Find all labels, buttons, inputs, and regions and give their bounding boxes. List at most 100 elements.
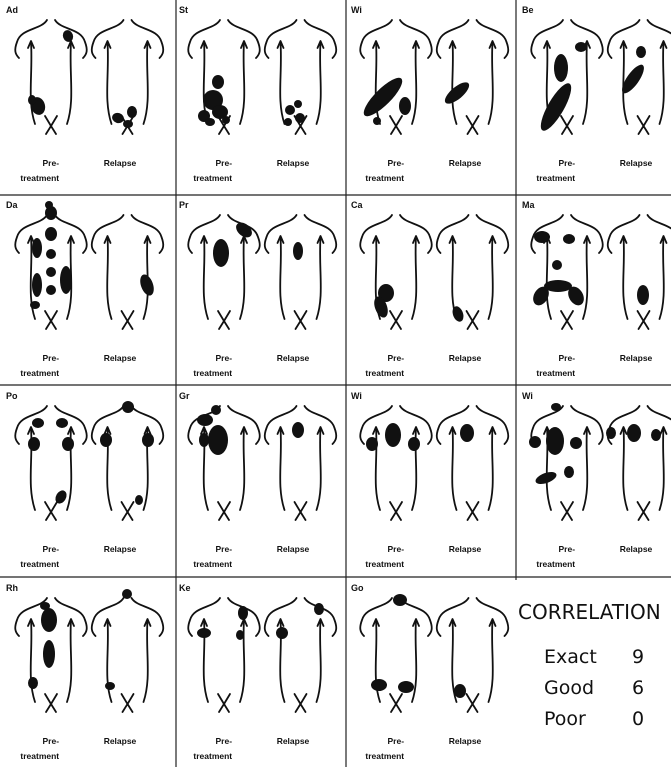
relapse-lesion bbox=[606, 427, 616, 439]
groin-mark bbox=[390, 116, 402, 134]
panel-label: Ca bbox=[351, 200, 363, 210]
torso-right-side bbox=[412, 237, 416, 319]
panel-label: St bbox=[179, 5, 188, 15]
relapse-lesion bbox=[138, 273, 157, 298]
panel-label: Go bbox=[351, 583, 364, 593]
torso-right-side bbox=[317, 620, 321, 702]
relapse-torso-outline bbox=[92, 598, 163, 712]
caption-relapse: Relapse bbox=[449, 736, 482, 746]
relapse-lesion bbox=[460, 424, 474, 442]
torso-left-side bbox=[204, 237, 208, 319]
pretreatment-lesion bbox=[536, 80, 577, 135]
pretreatment-lesion bbox=[366, 437, 378, 451]
torso-right-side bbox=[583, 428, 587, 510]
relapse-lesion bbox=[627, 424, 641, 442]
panel-label: Gr bbox=[179, 391, 190, 401]
panel-label: Da bbox=[6, 200, 18, 210]
pretreatment-torso-outline bbox=[531, 406, 602, 520]
relapse-lesion bbox=[123, 120, 133, 128]
pretreatment-lesion bbox=[238, 606, 248, 620]
pretreatment-torso-outline bbox=[15, 20, 86, 134]
pretreatment-lesion bbox=[45, 201, 53, 209]
pretreatment-lesion bbox=[551, 403, 561, 411]
relapse-lesion bbox=[127, 106, 137, 118]
groin-mark bbox=[561, 116, 573, 134]
caption-pre-line2: treatment bbox=[365, 368, 404, 378]
pretreatment-lesion bbox=[575, 42, 587, 52]
torso-right-side bbox=[240, 42, 244, 124]
pretreatment-lesion bbox=[199, 433, 209, 447]
caption-relapse: Relapse bbox=[104, 353, 137, 363]
relapse-torso-outline bbox=[265, 215, 336, 329]
relapse-lesion bbox=[285, 105, 295, 115]
groin-mark bbox=[390, 502, 402, 520]
caption-pre-line1: Pre- bbox=[559, 544, 576, 554]
torso-right-side bbox=[489, 42, 493, 124]
panel-label: Ma bbox=[522, 200, 535, 210]
panel-label: Po bbox=[6, 391, 18, 401]
torso-right-side bbox=[67, 42, 71, 124]
groin-mark bbox=[122, 311, 134, 329]
caption-pre-line2: treatment bbox=[365, 559, 404, 569]
groin-mark bbox=[122, 502, 134, 520]
caption-pre-line2: treatment bbox=[365, 173, 404, 183]
torso-right-side bbox=[583, 237, 587, 319]
caption-pre-line1: Pre- bbox=[43, 736, 60, 746]
relapse-lesion bbox=[105, 682, 115, 690]
torso-left-side bbox=[452, 42, 456, 124]
relapse-lesion bbox=[454, 684, 466, 698]
panel-label: Wi bbox=[351, 391, 362, 401]
relapse-torso-outline bbox=[92, 20, 163, 134]
groin-mark bbox=[45, 502, 57, 520]
torso-left-side bbox=[623, 237, 627, 319]
torso-right-side bbox=[67, 620, 71, 702]
panel: MaPre-treatmentRelapse bbox=[522, 200, 671, 378]
pretreatment-lesion bbox=[62, 437, 74, 451]
panel-label: Ad bbox=[6, 5, 18, 15]
caption-pre-line1: Pre- bbox=[216, 736, 233, 746]
relapse-lesion bbox=[294, 100, 302, 108]
panel: DaPre-treatmentRelapse bbox=[6, 200, 163, 378]
torso-left-side bbox=[623, 428, 627, 510]
torso-left-side bbox=[31, 620, 35, 702]
pretreatment-lesion bbox=[32, 418, 44, 428]
caption-pre-line2: treatment bbox=[193, 751, 232, 761]
groin-mark bbox=[295, 502, 307, 520]
caption-pre-line2: treatment bbox=[193, 559, 232, 569]
correlation-exact-value: 9 bbox=[632, 646, 644, 668]
panel-label: Ke bbox=[179, 583, 191, 593]
torso-right-side bbox=[489, 620, 493, 702]
pretreatment-lesion bbox=[40, 602, 50, 610]
panel: PrPre-treatmentRelapse bbox=[179, 200, 336, 378]
torso-left-side bbox=[547, 237, 551, 319]
caption-pre-line1: Pre- bbox=[388, 158, 405, 168]
caption-relapse: Relapse bbox=[104, 158, 137, 168]
caption-pre-line2: treatment bbox=[193, 368, 232, 378]
caption-relapse: Relapse bbox=[620, 158, 653, 168]
pretreatment-lesion bbox=[197, 628, 211, 638]
pretreatment-torso-outline bbox=[188, 598, 259, 712]
pretreatment-torso-outline bbox=[360, 598, 431, 712]
caption-pre-line2: treatment bbox=[536, 559, 575, 569]
caption-pre-line2: treatment bbox=[20, 173, 59, 183]
groin-mark bbox=[638, 502, 650, 520]
pretreatment-lesion bbox=[529, 436, 541, 448]
relapse-lesion bbox=[111, 111, 126, 125]
relapse-lesion bbox=[142, 433, 154, 447]
pretreatment-lesion bbox=[408, 437, 420, 451]
caption-relapse: Relapse bbox=[277, 158, 310, 168]
panel: RhPre-treatmentRelapse bbox=[6, 583, 163, 761]
torso-left-side bbox=[107, 237, 111, 319]
groin-mark bbox=[390, 694, 402, 712]
torso-right-side bbox=[660, 428, 664, 510]
torso-right-side bbox=[489, 428, 493, 510]
pretreatment-lesion bbox=[28, 95, 36, 105]
groin-mark bbox=[122, 694, 134, 712]
pretreatment-lesion bbox=[32, 273, 42, 297]
groin-mark bbox=[467, 502, 479, 520]
relapse-torso-outline bbox=[265, 598, 336, 712]
shoulder-right-outline bbox=[648, 215, 671, 253]
panel: AdPre-treatmentRelapse bbox=[6, 5, 163, 183]
